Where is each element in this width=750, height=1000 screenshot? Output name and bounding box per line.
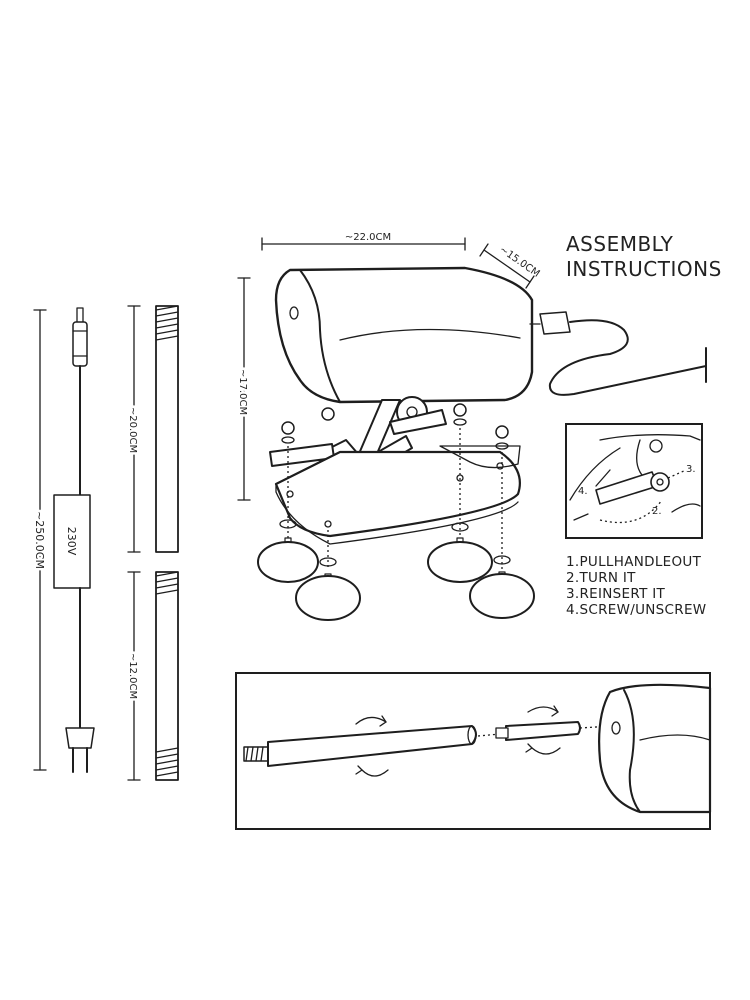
top-screws	[281, 403, 509, 450]
base-plate	[274, 445, 521, 545]
detail-box	[565, 423, 703, 539]
width-label: ~22.0CM	[345, 232, 391, 243]
cable-length-label: ~250.0CM	[33, 511, 46, 569]
cable-length-text: ~250.0CM	[33, 511, 46, 569]
detail-callout-2: 2.	[652, 506, 662, 517]
step-1: 1.PULLHANDLEOUT	[566, 554, 702, 570]
long-rod-dimension	[127, 305, 141, 553]
detail-callout-3: 3.	[686, 464, 696, 475]
long-rod-length-label: ~20.0CM	[127, 407, 138, 453]
suction-cups	[257, 519, 535, 621]
step-3: 3.REINSERT IT	[566, 586, 665, 602]
title-line-2: INSTRUCTIONS	[566, 257, 722, 281]
depth-dimension	[479, 243, 535, 289]
power-cable	[53, 307, 95, 773]
short-rod-dimension	[127, 571, 141, 781]
device-cable	[529, 311, 707, 396]
step-4: 4.SCREW/UNSCREW	[566, 602, 706, 618]
short-rod-length-label: ~12.0CM	[127, 653, 138, 699]
step-2: 2.TURN IT	[566, 570, 636, 586]
cable-dimension-line	[33, 309, 47, 771]
long-rod-length-bg: ~20.0CM	[127, 407, 138, 453]
detail-callout-4: 4.	[578, 486, 588, 497]
width-dimension	[261, 237, 466, 251]
assembly-guide-lines	[287, 428, 503, 574]
height-dimension	[237, 277, 251, 501]
rod-assembly-box	[235, 672, 712, 830]
short-rod	[155, 571, 179, 781]
adapter-box	[53, 494, 91, 589]
adapter-label: 230V	[65, 527, 78, 556]
height-label-bg: ~17.0CM	[237, 369, 248, 415]
long-rod	[155, 305, 179, 553]
title-line-1: ASSEMBLY	[566, 232, 674, 256]
motor-housing	[274, 266, 534, 404]
short-rod-length-bg: ~12.0CM	[127, 653, 138, 699]
height-label: ~17.0CM	[237, 369, 248, 415]
